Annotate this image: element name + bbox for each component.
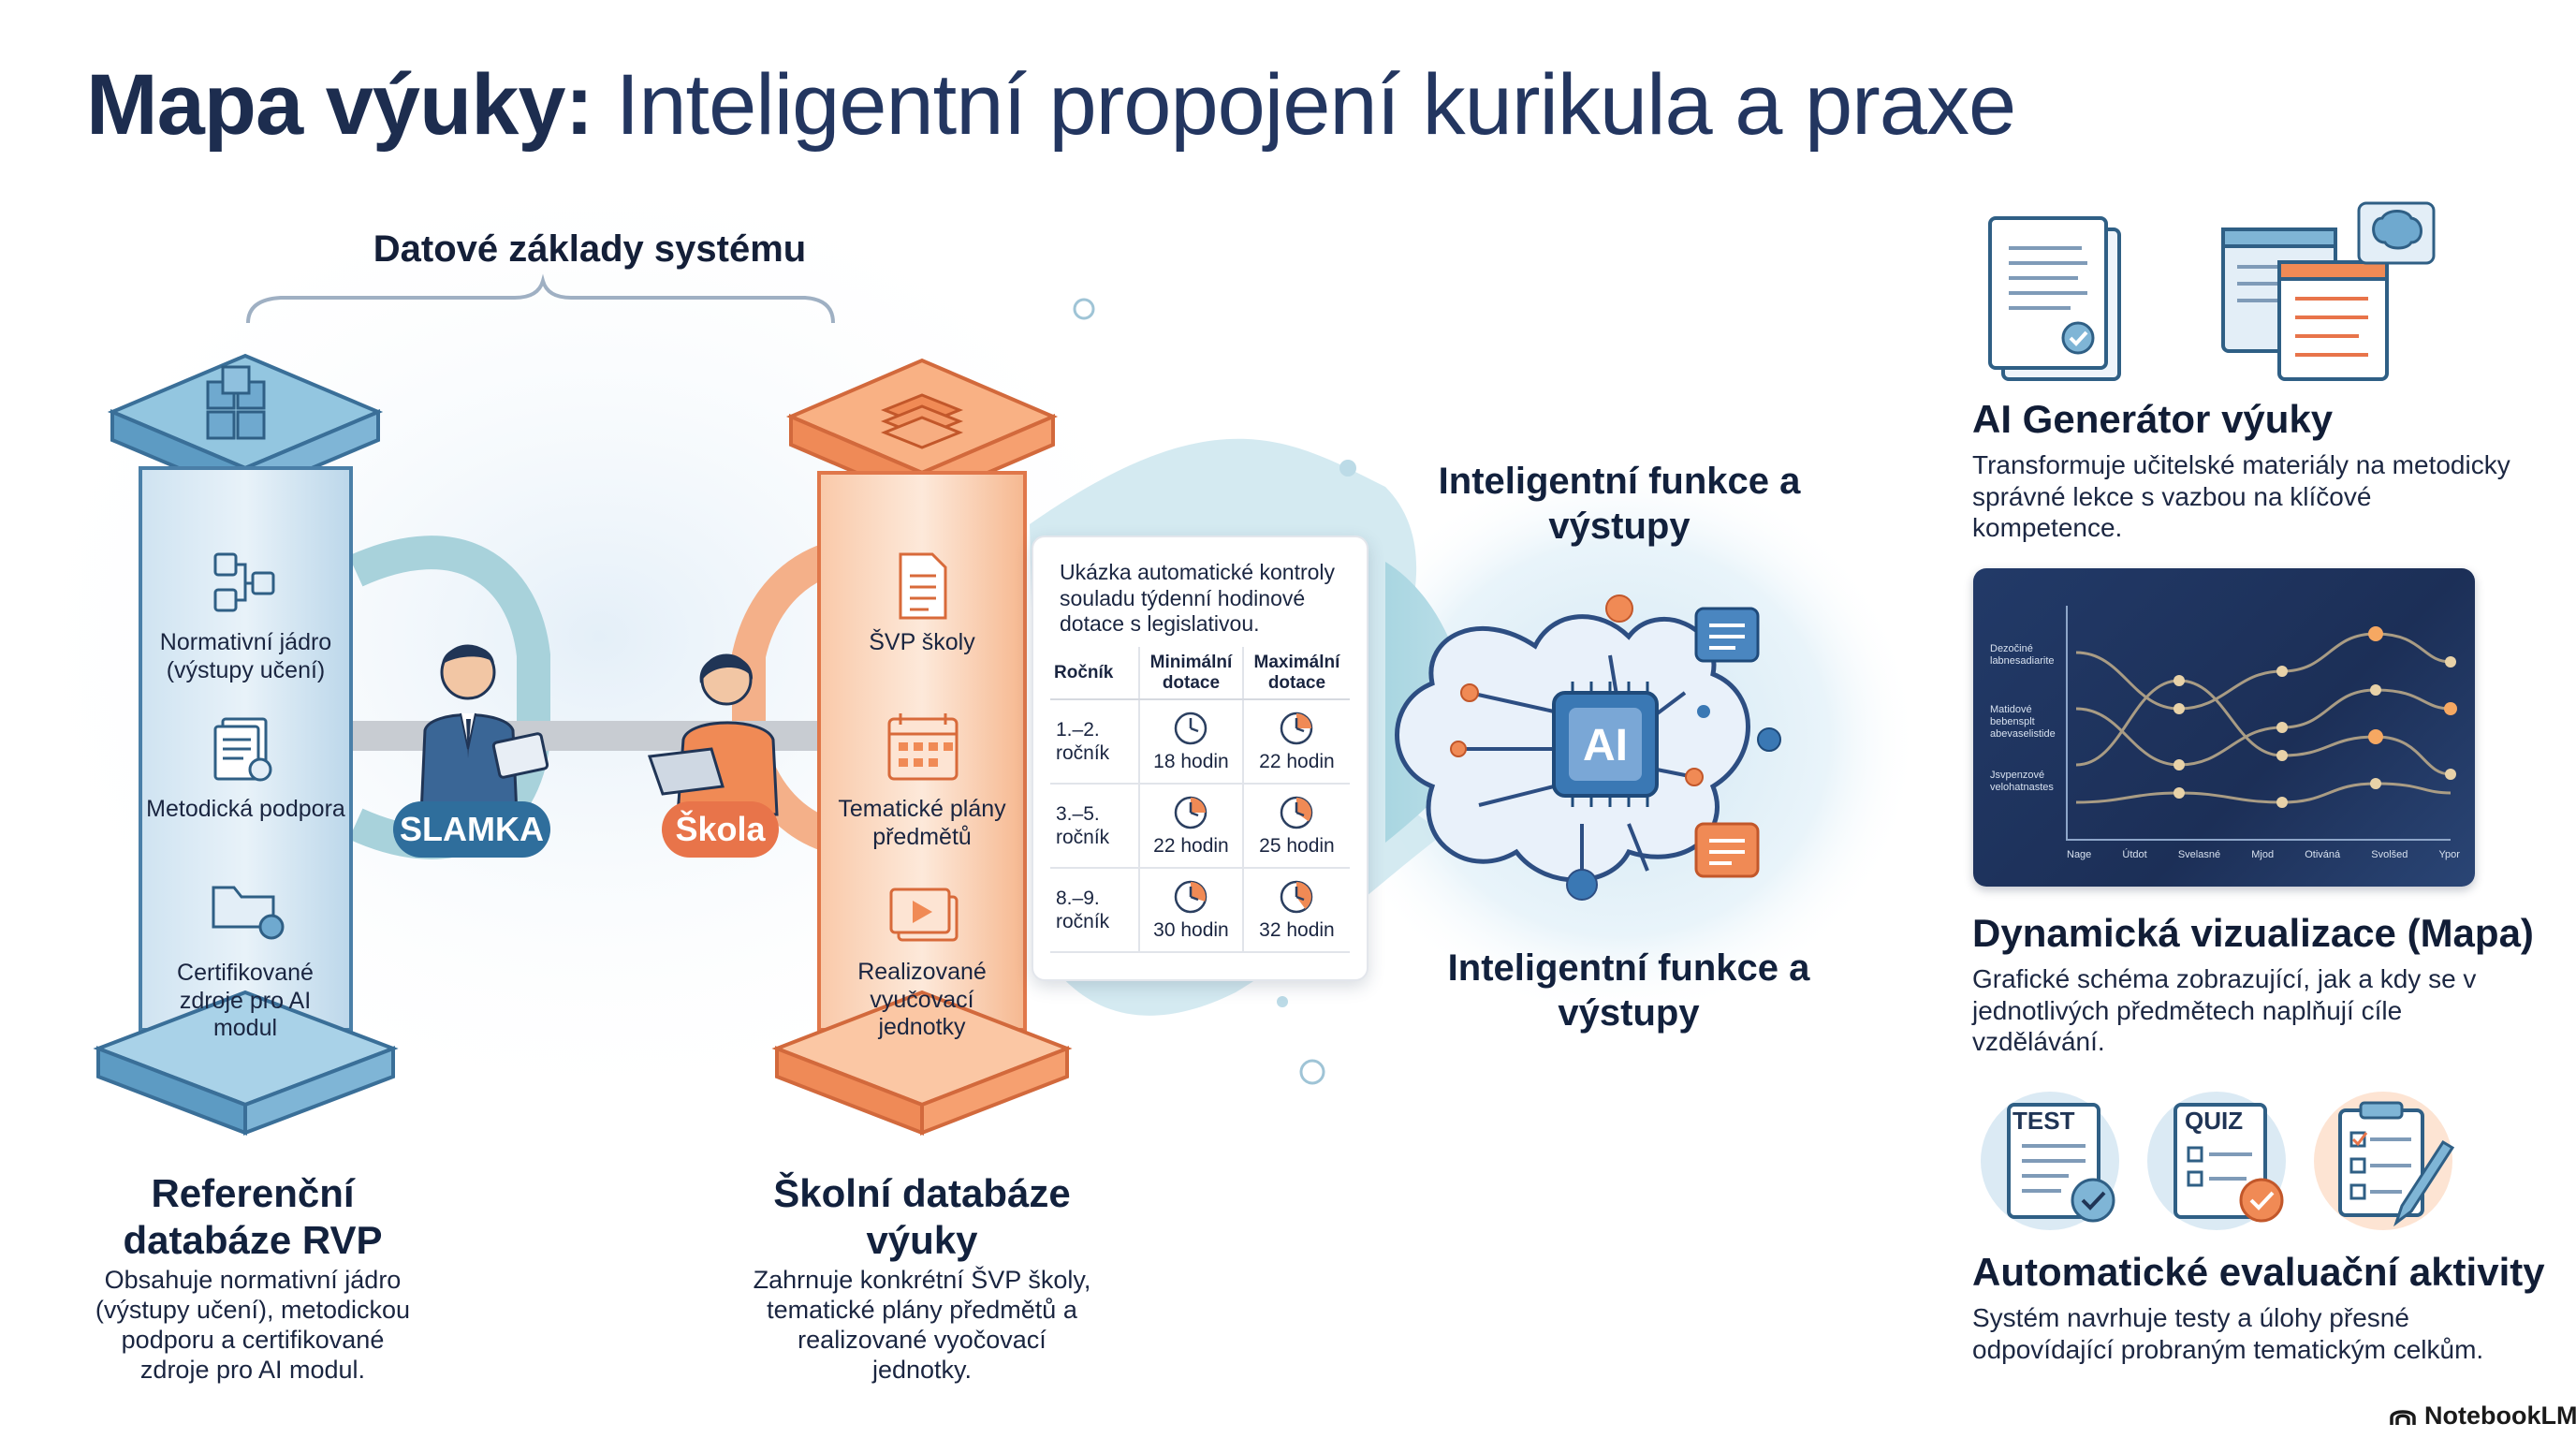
clock-icon bbox=[1175, 712, 1208, 745]
document-icon bbox=[899, 552, 947, 620]
school-item-svp: ŠVP školy bbox=[869, 629, 975, 655]
min-hours: 30 hodin bbox=[1153, 919, 1229, 942]
school-description: Zahrnuje konkrétní ŠVP školy, tematické … bbox=[753, 1266, 1091, 1384]
rocnik-cell: 8.–9. ročník bbox=[1050, 868, 1139, 954]
evaluation-icons bbox=[1981, 1092, 2455, 1230]
clock-icon bbox=[1175, 797, 1208, 829]
foundations-bracket bbox=[246, 273, 835, 324]
dotace-card: Ukázka automatické kontroly souladu týde… bbox=[1032, 536, 1368, 981]
clock-icon bbox=[1281, 712, 1313, 745]
quiz-label: QUIZ bbox=[2185, 1107, 2244, 1135]
map-x-label: Útdot bbox=[2122, 849, 2147, 860]
map-row-label-2: Matidové bebensplt abevaselistide bbox=[1990, 704, 2056, 741]
feature-map-title: Dynamická vizualizace (Mapa) bbox=[1972, 911, 2534, 955]
video-lessons-icon bbox=[889, 888, 959, 942]
generator-icons bbox=[1988, 201, 2436, 381]
header-min: Minimální dotace bbox=[1138, 646, 1243, 701]
map-x-label: Svelasné bbox=[2177, 849, 2221, 860]
max-hours: 32 hodin bbox=[1259, 919, 1335, 942]
test-label: TEST bbox=[2012, 1107, 2075, 1135]
teacher-man-illustration bbox=[419, 644, 549, 816]
ai-hub-top-label: Inteligentní funkce a výstupy bbox=[1438, 461, 1801, 547]
map-x-label: Ypor bbox=[2438, 849, 2460, 860]
dotace-row: 1.–2. ročník 18 hodin 22 hodin bbox=[1050, 699, 1350, 785]
max-hours: 22 hodin bbox=[1259, 751, 1335, 773]
calendar-icon bbox=[887, 713, 959, 781]
school-item-lessons: Realizované vyučovací jednotky bbox=[857, 959, 987, 1040]
notebooklm-logo-icon bbox=[2390, 1409, 2416, 1425]
rvp-item-certified: Certifikované zdroje pro AI modul bbox=[177, 960, 314, 1041]
page-title: Mapa výuky: Inteligentní propojení kurik… bbox=[86, 56, 2016, 154]
map-thumbnail-graph bbox=[2066, 606, 2457, 841]
feature-evaluation-description: Systém navrhuje testy a úlohy přesné odp… bbox=[1972, 1303, 2484, 1364]
rvp-description: Obsahuje normativní jádro (výstupy učení… bbox=[95, 1266, 411, 1384]
map-x-label: Svolšed bbox=[2371, 849, 2408, 860]
lesson-windows-icon bbox=[2221, 201, 2436, 381]
hierarchy-icon bbox=[213, 552, 275, 612]
min-hours: 22 hodin bbox=[1153, 835, 1229, 858]
ai-hub-bottom-label: Inteligentní funkce a výstupy bbox=[1447, 947, 1810, 1034]
title-rest: Inteligentní propojení kurikula a praxe bbox=[615, 57, 2016, 153]
min-cell: 30 hodin bbox=[1138, 868, 1243, 954]
ai-brain-illustration bbox=[1395, 594, 1781, 901]
checklist-pencil-icon bbox=[2338, 1101, 2455, 1227]
quiz-sheet-icon bbox=[2174, 1103, 2284, 1223]
rocnik-cell: 3.–5. ročník bbox=[1050, 784, 1139, 870]
test-sheet-icon bbox=[2007, 1103, 2115, 1223]
min-cell: 18 hodin bbox=[1138, 699, 1243, 785]
map-row-label-3: Jsvpenzové velohatnastes bbox=[1990, 770, 2054, 794]
min-hours: 18 hodin bbox=[1153, 751, 1229, 773]
folder-gear-icon bbox=[212, 886, 285, 940]
max-cell: 25 hodin bbox=[1241, 784, 1350, 870]
layers-icon bbox=[880, 393, 964, 449]
rvp-item-normative: Normativní jádro (výstupy učení) bbox=[159, 629, 332, 683]
school-badge: Škola bbox=[662, 801, 779, 858]
max-cell: 32 hodin bbox=[1241, 868, 1350, 954]
title-bold: Mapa výuky: bbox=[86, 57, 593, 153]
header-rocnik: Ročník bbox=[1050, 646, 1139, 701]
map-visualization-thumbnail: Dezočiné labnesadiarite Matidové bebensp… bbox=[1973, 568, 2475, 887]
dotace-table: Ročník Minimální dotace Maximální dotace… bbox=[1050, 646, 1350, 954]
dotace-row: 3.–5. ročník 22 hodin 25 hodin bbox=[1050, 784, 1350, 870]
rocnik-cell: 1.–2. ročník bbox=[1050, 699, 1139, 785]
feature-map-description: Grafické schéma zobrazující, jak a kdy s… bbox=[1972, 964, 2477, 1057]
map-x-label: Nage bbox=[2067, 849, 2092, 860]
map-x-label: Mjod bbox=[2251, 849, 2275, 860]
max-cell: 22 hodin bbox=[1241, 699, 1350, 785]
map-row-label-1: Dezočiné labnesadiarite bbox=[1990, 643, 2055, 668]
school-item-plans: Tematické plány předmětů bbox=[838, 796, 1006, 850]
document-stack-icon bbox=[213, 717, 272, 782]
rvp-item-methodology: Metodická podpora bbox=[146, 796, 345, 822]
teacher-woman-illustration bbox=[647, 653, 779, 816]
brand-name: NotebookLM bbox=[2424, 1401, 2576, 1430]
cubes-icon bbox=[206, 365, 266, 440]
foundations-label: Datové základy systému bbox=[373, 228, 807, 270]
dotace-caption: Ukázka automatické kontroly souladu týde… bbox=[1060, 560, 1336, 637]
max-hours: 25 hodin bbox=[1259, 835, 1335, 858]
map-x-label: Otiváná bbox=[2305, 849, 2341, 860]
brand-watermark: NotebookLM bbox=[2389, 1401, 2576, 1431]
dotace-row: 8.–9. ročník 30 hodin 32 hodin bbox=[1050, 868, 1350, 954]
feature-generator-description: Transformuje učitelské materiály na meto… bbox=[1972, 450, 2510, 543]
school-title: Školní databáze výuky bbox=[773, 1171, 1071, 1263]
clock-icon bbox=[1175, 881, 1208, 914]
clock-icon bbox=[1281, 797, 1313, 829]
header-max: Maximální dotace bbox=[1241, 646, 1350, 701]
min-cell: 22 hodin bbox=[1138, 784, 1243, 870]
clock-icon bbox=[1281, 881, 1313, 914]
feature-generator-title: AI Generátor výuky bbox=[1972, 397, 2334, 441]
map-x-labels: Nage Útdot Svelasné Mjod Otiváná Svolšed… bbox=[2067, 849, 2460, 860]
feature-evaluation-title: Automatické evaluační aktivity bbox=[1972, 1250, 2545, 1294]
document-check-icon bbox=[1988, 216, 2121, 381]
rvp-title: Referenční databáze RVP bbox=[123, 1171, 383, 1263]
slamka-badge: SLAMKA bbox=[393, 801, 550, 858]
ai-chip-label: AI bbox=[1583, 721, 1628, 770]
